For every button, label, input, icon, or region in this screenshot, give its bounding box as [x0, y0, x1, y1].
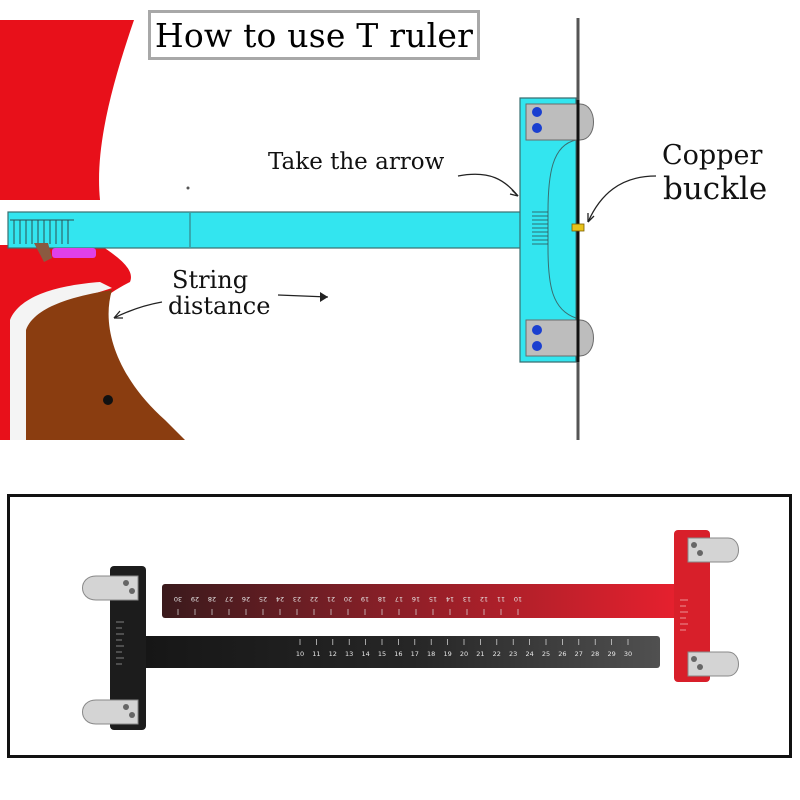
red-ruler-scale-label: 29	[191, 595, 199, 603]
red-ruler-scale-label: 12	[480, 595, 488, 603]
black-ruler-bar	[110, 636, 660, 668]
pointer-string-right	[277, 294, 329, 298]
black-ruler-scale-label: 26	[558, 650, 566, 658]
bow-grip	[26, 290, 185, 440]
red-ruler-scale-label: 28	[208, 595, 216, 603]
black-ruler-scale-label: 22	[493, 650, 501, 658]
black-ruler-head-ticks	[116, 621, 124, 665]
black-ruler-scale-label: 19	[443, 650, 451, 658]
copper-buckle	[571, 223, 585, 232]
red-ruler-scale-label: 16	[412, 595, 420, 603]
red-ruler-bar	[162, 584, 682, 618]
pointer-copper-buckle	[587, 175, 657, 223]
red-ruler-scale-label: 14	[446, 595, 454, 603]
bottom-clip-dot-2	[532, 341, 542, 351]
black-ruler-ticks: 10 11 12 13 14 15 16 17 18 19 20 21 22 23 24 25 26 27 28 29…	[296, 639, 632, 658]
label-buckle: buckle	[663, 171, 768, 207]
black-ruler-scale-label: 12	[329, 650, 337, 658]
black-ruler-scale-label: 24	[525, 650, 533, 658]
black-ruler-scale-label: 23	[509, 650, 517, 658]
red-ruler-scale-label: 23	[293, 595, 301, 603]
red-ruler-scale-label: 18	[378, 595, 386, 603]
black-ruler-scale-label: 30	[624, 650, 632, 658]
red-ruler-scale-label: 27	[225, 595, 233, 603]
t-ruler-diagram	[0, 18, 657, 440]
grip-dot	[103, 395, 113, 405]
black-ruler-scale-label: 25	[542, 650, 550, 658]
red-ruler-scale-label: 17	[395, 595, 403, 603]
red-ruler-scale-label: 11	[497, 595, 505, 603]
black-ruler-scale-label: 20	[460, 650, 468, 658]
label-distance: distance	[168, 292, 271, 320]
bottom-clip-dot-1	[532, 325, 542, 335]
t-head-channel	[547, 139, 577, 319]
red-ruler-scale-label: 26	[242, 595, 250, 603]
red-ruler-scale-label: 24	[276, 595, 284, 603]
arrow-nock	[52, 248, 96, 258]
red-ruler-head-ticks	[680, 599, 688, 631]
ruler-scale-marks	[10, 219, 74, 244]
top-clip-dot-2	[532, 123, 542, 133]
black-ruler-scale-label: 13	[345, 650, 353, 658]
black-ruler-scale-label: 16	[394, 650, 402, 658]
red-ruler-scale-label: 19	[361, 595, 369, 603]
bow-riser-edge	[10, 282, 112, 440]
title-box: How to use T ruler	[148, 10, 480, 60]
black-ruler-scale-label: 27	[575, 650, 583, 658]
black-ruler-clips	[82, 575, 139, 725]
black-ruler-scale-label: 17	[411, 650, 419, 658]
red-ruler-scale-label: 22	[310, 595, 318, 603]
black-ruler-scale-label: 18	[427, 650, 435, 658]
black-ruler-scale-label: 21	[476, 650, 484, 658]
black-ruler-scale-label: 10	[296, 650, 304, 658]
red-ruler-clips	[687, 537, 739, 677]
label-copper: Copper	[662, 140, 763, 171]
pointer-string-left	[113, 301, 163, 319]
label-take-arrow: Take the arrow	[268, 149, 445, 175]
black-ruler-head	[110, 566, 146, 730]
black-ruler-scale-label: 29	[607, 650, 615, 658]
arrow-rest	[34, 243, 52, 262]
page-title: How to use T ruler	[154, 15, 474, 55]
black-ruler-scale-label: 14	[361, 650, 369, 658]
red-ruler-scale-label: 10	[514, 595, 522, 603]
t-junction-hatch	[532, 211, 548, 245]
label-string: String	[172, 266, 249, 294]
red-ruler-scale-label: 30	[174, 595, 182, 603]
black-ruler-scale-label: 11	[312, 650, 320, 658]
black-ruler-scale-label: 15	[378, 650, 386, 658]
red-ruler-ticks: 30 29 28 27 26 25 24 23 22 21 20 19 18 17 16 15 14 13 12 11…	[174, 595, 522, 615]
red-ruler-scale-label: 21	[327, 595, 335, 603]
black-ruler-scale-label: 28	[591, 650, 599, 658]
bow-limb	[0, 20, 134, 200]
red-ruler-head	[674, 530, 710, 682]
red-ruler-scale-label: 13	[463, 595, 471, 603]
red-ruler-scale-label: 25	[259, 595, 267, 603]
red-ruler-scale-label: 20	[344, 595, 352, 603]
red-ruler-scale-label: 15	[429, 595, 437, 603]
top-clip-dot-1	[532, 107, 542, 117]
